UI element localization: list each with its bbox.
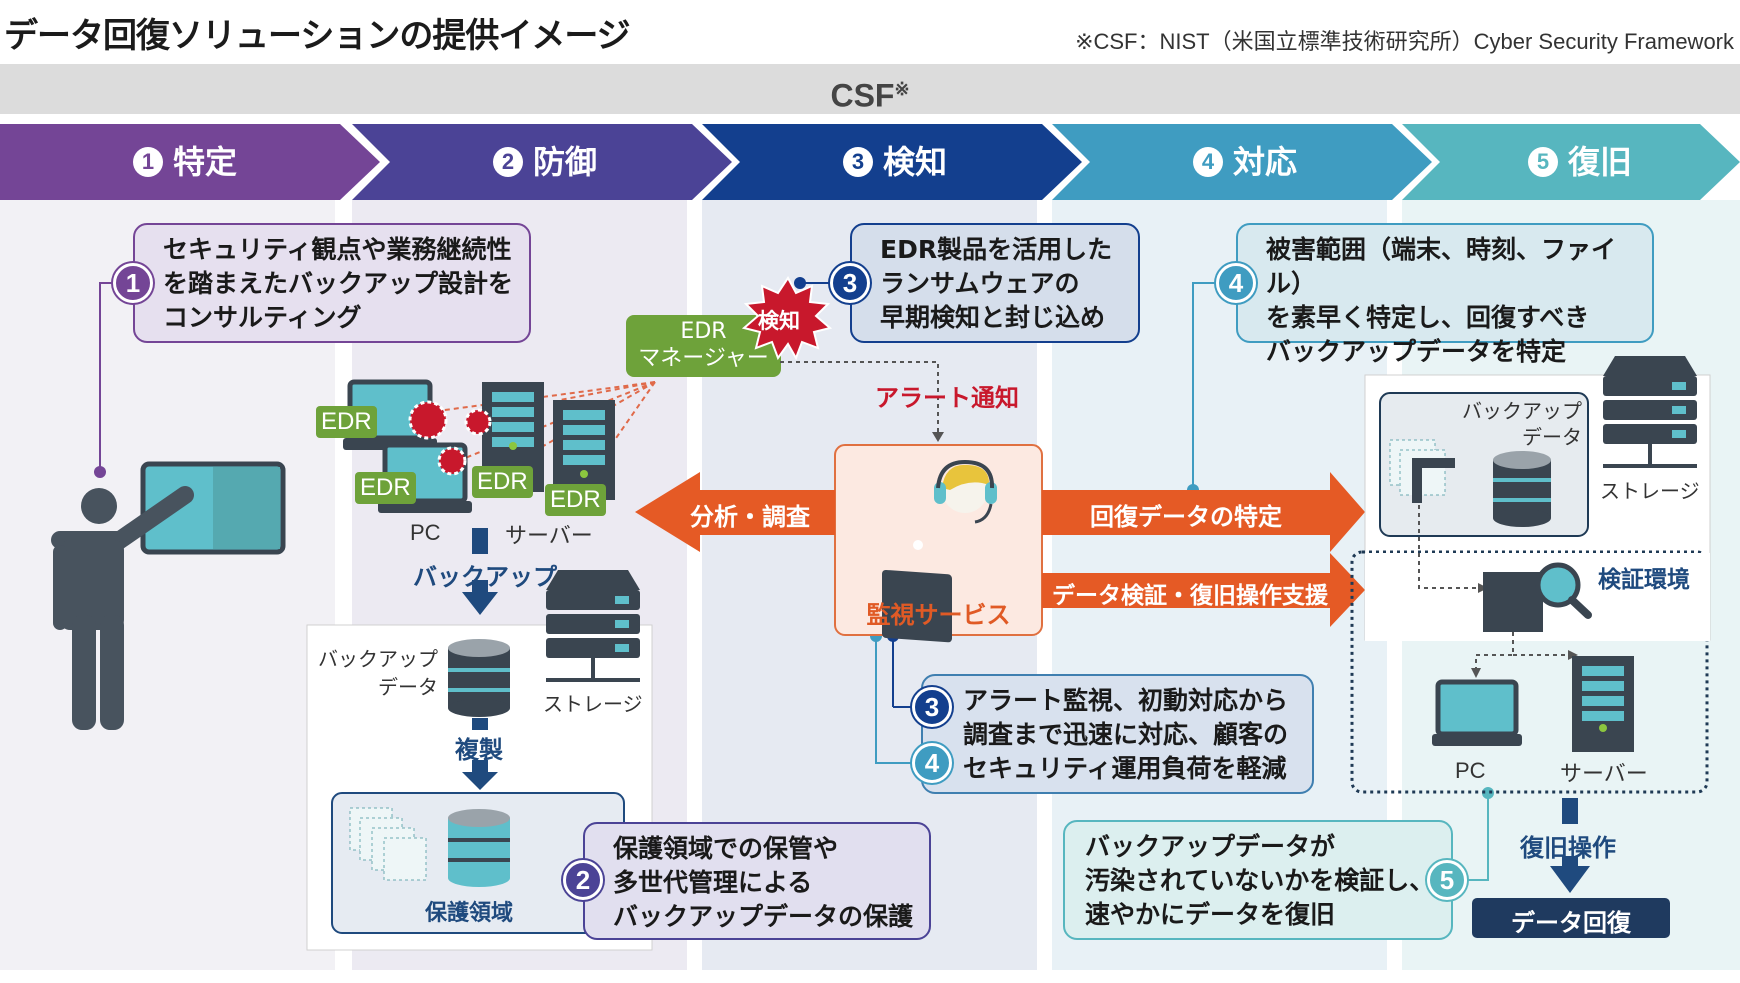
database-icon-recover bbox=[1493, 451, 1551, 527]
recover-storage-label: ストレージ bbox=[1600, 479, 1700, 503]
backup-arrow-head bbox=[462, 592, 498, 615]
verify-file-icon bbox=[1483, 572, 1543, 632]
detect-burst bbox=[741, 276, 833, 361]
edr-manager-box bbox=[626, 315, 781, 377]
restore-arrow-head bbox=[1550, 866, 1590, 893]
edr-tag-2: EDR bbox=[355, 472, 416, 504]
backup-file-solid bbox=[1412, 458, 1455, 503]
server-icon-2 bbox=[553, 400, 615, 500]
identify-data-arrow bbox=[1042, 472, 1365, 552]
edr-tag-3: EDR bbox=[472, 466, 533, 498]
server-icon-recover bbox=[1572, 656, 1634, 752]
backup-data-label: バックアップデータ bbox=[318, 647, 438, 699]
step-badge-3b: 3 bbox=[912, 687, 952, 727]
callout-edr-detection: EDR製品を活用したランサムウェアの早期検知と封じ込め bbox=[850, 223, 1140, 343]
identify-data-label: 回復データの特定 bbox=[1090, 503, 1282, 531]
step-badge-4b: 4 bbox=[912, 743, 952, 783]
analysis-label: 分析・調査 bbox=[690, 503, 810, 531]
callout-verify-restore: バックアップデータが汚染されていないかを検証し、速やかにデータを復旧 bbox=[1063, 820, 1453, 940]
connector-dot-1 bbox=[94, 466, 106, 478]
pc-label: PC bbox=[410, 520, 441, 545]
storage-icon-1 bbox=[546, 570, 640, 682]
step-badge-4: 4 bbox=[1216, 263, 1256, 303]
connector-34c bbox=[875, 636, 921, 764]
callout-consulting: セキュリティ観点や業務継続性を踏まえたバックアップ設計をコンサルティング bbox=[133, 223, 531, 343]
csf-mark: ※ bbox=[894, 79, 910, 99]
recover-backup-data-label: バックアップデータ bbox=[1462, 399, 1582, 449]
verify-support-label: データ検証・復旧操作支援 bbox=[1052, 583, 1328, 609]
connector-4 bbox=[1192, 282, 1236, 490]
virus-icon-1 bbox=[408, 400, 448, 440]
data-recovery-box bbox=[1472, 898, 1670, 938]
presenter-icon bbox=[51, 461, 286, 730]
step-badge-1: 1 bbox=[113, 263, 153, 303]
monitoring-service-label: 監視サービス bbox=[866, 601, 1011, 629]
csf-footnote: ※CSF：NIST（米国立標準技術研究所）Cyber Security Fram… bbox=[1075, 29, 1734, 54]
chevron-protect bbox=[352, 124, 732, 200]
operator-icon bbox=[882, 460, 997, 643]
step-badge-5: 5 bbox=[1427, 860, 1467, 900]
backup-label: バックアップ bbox=[413, 563, 557, 591]
restore-dashed-path bbox=[1475, 632, 1570, 672]
csf-label: CSF bbox=[830, 77, 895, 114]
magnifier-icon bbox=[1535, 562, 1592, 619]
chevron-detect bbox=[702, 124, 1082, 200]
chevron-recover bbox=[1402, 124, 1740, 200]
database-icon-protected bbox=[448, 809, 510, 887]
callout-damage-scope: 被害範囲（端末、時刻、ファイル）を素早く特定し、回復すべきバックアップデータを特… bbox=[1236, 223, 1654, 366]
alert-arrowhead bbox=[932, 432, 944, 442]
analysis-arrow bbox=[635, 472, 835, 552]
connector-1 bbox=[99, 282, 133, 472]
alert-path bbox=[780, 361, 939, 440]
verify-dashed-path bbox=[1418, 505, 1480, 589]
alert-notification-label: アラート通知 bbox=[875, 384, 1019, 412]
restore-operation-label: 復旧操作 bbox=[1520, 834, 1616, 862]
laptop-icon-recover bbox=[1432, 679, 1522, 746]
callout-alert-monitoring: アラート監視、初動対応から調査まで迅速に対応、顧客のセキュリティ運用負荷を軽減 bbox=[921, 674, 1314, 794]
phase-chevrons bbox=[0, 124, 1740, 200]
callout-protection: 保護領域での保管や多世代管理によるバックアップデータの保護 bbox=[583, 822, 931, 940]
virus-icon-2 bbox=[464, 408, 492, 436]
connector-dot-3 bbox=[794, 277, 806, 289]
connector-dot-5 bbox=[1482, 787, 1494, 799]
verify-support-arrow bbox=[1042, 553, 1365, 627]
step-badge-2: 2 bbox=[563, 860, 603, 900]
backup-arrow-stem bbox=[472, 528, 488, 554]
recover-server-label: サーバー bbox=[1560, 762, 1648, 787]
data-recovery-label: データ回復 bbox=[1511, 909, 1631, 937]
step-badge-3: 3 bbox=[830, 263, 870, 303]
detect-burst-label: 検知 bbox=[758, 309, 800, 333]
edr-tag-1: EDR bbox=[316, 406, 377, 438]
database-icon-1 bbox=[448, 639, 510, 717]
virus-icon-3 bbox=[437, 446, 467, 476]
page-title: データ回復ソリューションの提供イメージ bbox=[4, 16, 631, 56]
recover-pc-label: PC bbox=[1455, 758, 1486, 783]
chevron-respond bbox=[1052, 124, 1432, 200]
replicate-arrow-stem bbox=[472, 718, 488, 730]
storage-icon-2 bbox=[1603, 356, 1697, 468]
chevron-identify bbox=[0, 124, 380, 200]
restore-arrow-stem bbox=[1562, 798, 1578, 824]
replicate-label: 複製 bbox=[455, 736, 503, 764]
protected-area-label: 保護領域 bbox=[425, 901, 514, 926]
verify-env-label: 検証環境 bbox=[1598, 567, 1690, 593]
generations-icon bbox=[349, 807, 427, 881]
server-label: サーバー bbox=[505, 524, 593, 549]
replicate-arrow-head bbox=[462, 772, 498, 790]
csf-banner: CSF※ bbox=[0, 64, 1740, 114]
edr-tag-4: EDR bbox=[545, 484, 606, 516]
storage-label: ストレージ bbox=[543, 692, 643, 716]
